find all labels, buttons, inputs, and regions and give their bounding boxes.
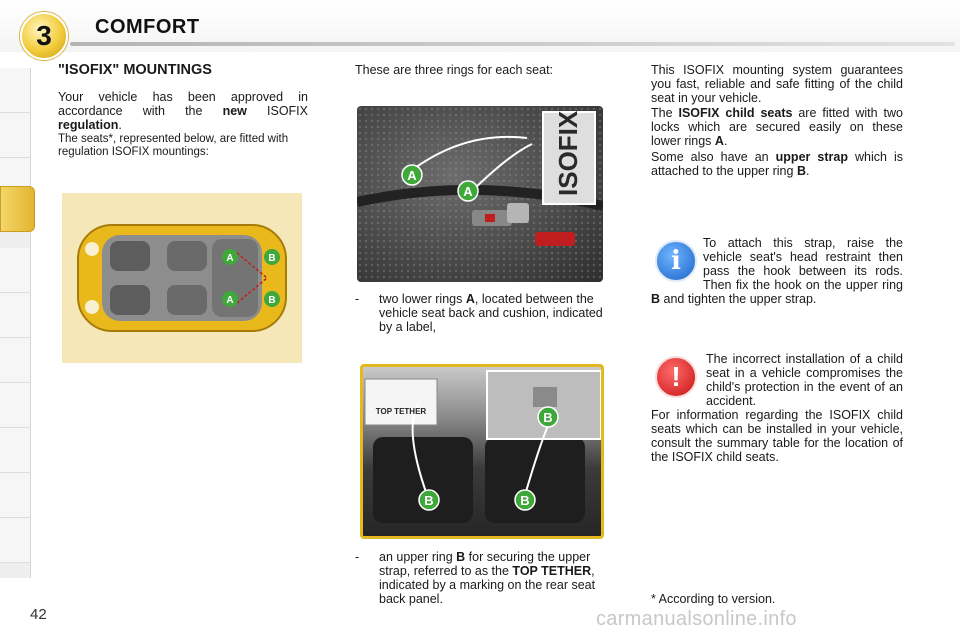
bullet-upper-ring: - an upper ring B for securing the upper… (355, 550, 605, 606)
diagram-label-a: A (226, 253, 233, 264)
intro-paragraph: Your vehicle has been approved in accord… (58, 90, 308, 132)
info-note: To attach this strap, raise the vehicle … (651, 236, 903, 306)
warning-icon: ! (655, 356, 697, 398)
rings-lead: These are three rings for each seat: (355, 63, 554, 77)
diagram-label-b: B (268, 295, 275, 306)
chapter-tab-6[interactable] (0, 293, 31, 338)
chapter-title: COMFORT (95, 16, 200, 38)
bullet-dash: - (355, 292, 360, 306)
chapter-badge: 3 (20, 12, 68, 60)
paragraph-upper-strap: Some also have an upper strap which is a… (651, 150, 903, 178)
paragraph-system-guarantee: This ISOFIX mounting system guarantees y… (651, 63, 903, 105)
paragraph-child-seats: The ISOFIX child seats are fitted with t… (651, 106, 903, 148)
photo-label-a: A (407, 168, 417, 183)
ring-a-marker (401, 164, 423, 186)
warning-note: The incorrect installation of a child se… (706, 352, 903, 408)
photo-label-b: B (543, 410, 552, 425)
ring-b-marker (264, 291, 280, 307)
photo-label-a: A (463, 184, 473, 199)
ring-a-marker (222, 249, 238, 265)
chapter-tab-comfort-active[interactable] (0, 186, 35, 232)
photo-label-b: B (424, 493, 433, 508)
diagram-label-a: A (226, 295, 233, 306)
bullet-lower-rings: - two lower rings A, located between the… (355, 292, 605, 336)
section-heading: "ISOFIX" MOUNTINGS (58, 62, 212, 78)
bullet-upper-ring-text: an upper ring B for securing the upper s… (379, 550, 596, 606)
car-topview-illustration: A A B B (77, 224, 287, 332)
title-rule (70, 42, 955, 46)
top-tether-photo: B B B TOP TETHER (360, 364, 604, 539)
isofix-photo: A A ISOFIX (357, 106, 603, 282)
seats-note: The seats*, represented below, are fitte… (58, 133, 289, 158)
bullet-dash: - (355, 550, 360, 564)
ring-b-marker (537, 406, 559, 428)
chapter-tab-8[interactable] (0, 383, 31, 428)
chapter-tab-11[interactable] (0, 518, 31, 563)
watermark: carmanualsonline.info (596, 608, 797, 630)
chapter-tab-2[interactable] (0, 113, 31, 158)
isofix-label-sign: ISOFIX (553, 110, 583, 196)
info-icon-spacer (651, 236, 703, 280)
ring-b-marker (514, 489, 536, 511)
chapter-tab-9[interactable] (0, 428, 31, 473)
chapter-tab-7[interactable] (0, 338, 31, 383)
diagram-label-b: B (268, 253, 275, 264)
top-tether-illustration: B B B TOP TETHER (364, 370, 601, 523)
ring-a-marker (457, 180, 479, 202)
page-number: 42 (30, 606, 47, 623)
footnote: * According to version. (651, 592, 776, 606)
chapter-tab-10[interactable] (0, 473, 31, 518)
car-topview-diagram: A A B B (62, 193, 302, 363)
info-icon: i (655, 240, 697, 282)
top-tether-label-sign: TOP TETHER (376, 407, 427, 416)
ring-a-marker (222, 291, 238, 307)
isofix-seat-illustration: A A ISOFIX (357, 106, 603, 282)
bullet-lower-rings-text: two lower rings A, located between the v… (379, 292, 603, 334)
ring-b-marker (264, 249, 280, 265)
photo-label-b: B (520, 493, 529, 508)
ring-b-marker (418, 489, 440, 511)
paragraph-summary-table: For information regarding the ISOFIX chi… (651, 408, 903, 464)
chapter-tab-5[interactable] (0, 248, 31, 293)
chapter-tab-1[interactable] (0, 68, 31, 113)
